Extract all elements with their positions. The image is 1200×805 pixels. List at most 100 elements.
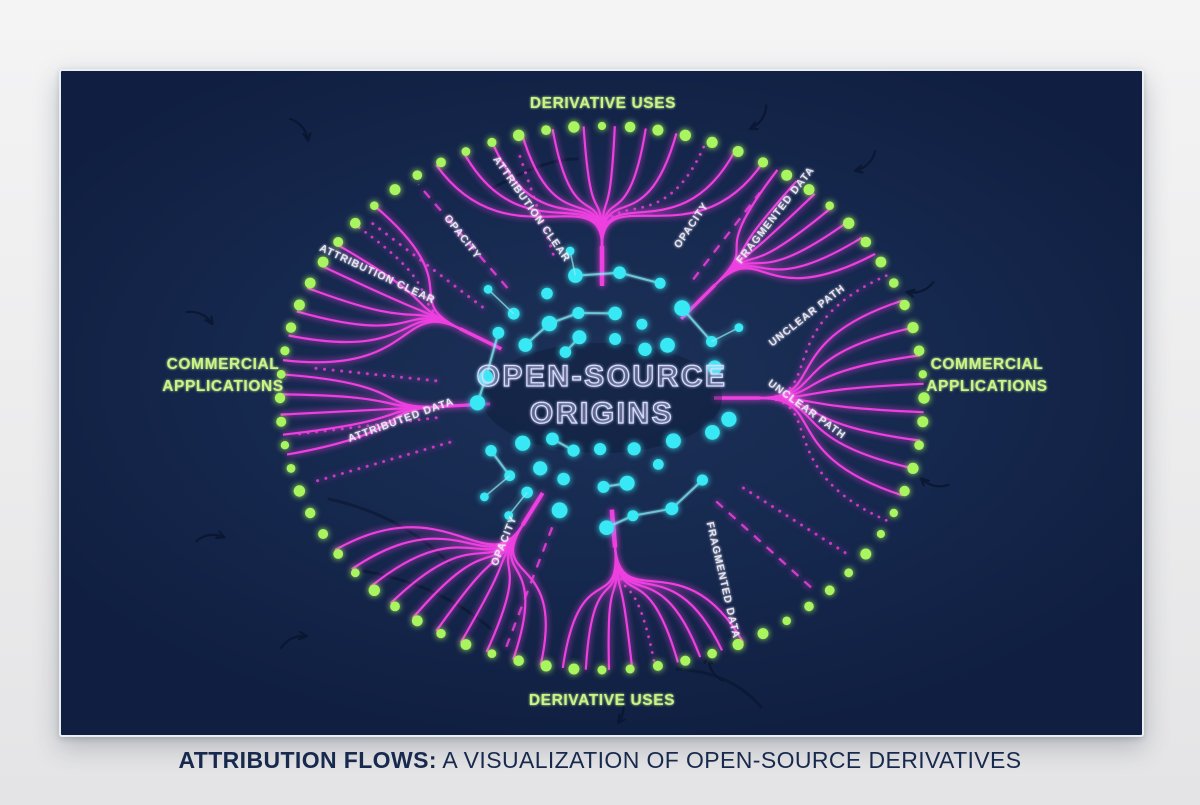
ring-dot — [280, 346, 290, 356]
cluster-dot — [599, 520, 614, 535]
cluster-dot — [518, 338, 533, 352]
ring-dot — [350, 568, 360, 578]
ring-dot — [679, 129, 691, 141]
cluster-dot — [597, 480, 610, 493]
sketch-scribble — [361, 569, 493, 631]
dashed-flow-line — [417, 183, 509, 289]
ring-dot — [540, 660, 552, 672]
cluster-link — [632, 507, 672, 517]
ring-dot — [680, 655, 691, 666]
dashed-flow-line — [692, 191, 761, 281]
ring-dot — [412, 170, 423, 180]
ring-dot — [568, 663, 580, 675]
sketch-arrow-icon — [185, 310, 214, 326]
flow-curve — [282, 320, 461, 364]
sketch-scribble — [489, 157, 579, 191]
flow-curve — [614, 547, 634, 669]
cluster-dot — [705, 425, 720, 440]
sketch-arrow-icon — [905, 281, 935, 298]
flow-curve — [281, 373, 441, 408]
ring-dot — [461, 147, 471, 156]
ring-dot — [844, 568, 854, 578]
flow-curve — [584, 547, 617, 670]
ring-dot — [732, 146, 744, 157]
flow-curve — [296, 310, 461, 330]
cluster-link — [484, 332, 500, 378]
ring-dot — [436, 628, 446, 639]
ring-dot — [333, 237, 344, 247]
ring-dot — [907, 462, 919, 474]
cluster-dot — [515, 435, 531, 451]
caption: ATTRIBUTION FLOWS: A VISUALIZATION OF OP… — [0, 747, 1200, 774]
center-title-line1: OPEN-SOURCE — [477, 360, 728, 393]
ring-dot — [907, 322, 919, 334]
dashed-flow-line — [715, 500, 816, 592]
ring-dot — [624, 121, 636, 133]
caption-subtitle: A VISUALIZATION OF OPEN-SOURCE DERIVATIV… — [436, 747, 1022, 773]
ring-dot — [706, 136, 718, 148]
ring-dot — [274, 392, 286, 404]
cluster-dot — [638, 342, 652, 356]
flow-curve — [600, 128, 647, 247]
sketch-arrow-icon — [288, 117, 312, 142]
ring-dot — [782, 616, 791, 626]
ring-dot — [293, 485, 306, 497]
dotted-flow-line — [370, 221, 484, 309]
ring-dot — [368, 584, 380, 596]
ring-dot — [390, 601, 400, 612]
dotted-flow-line — [741, 486, 851, 557]
sketch-arrow-icon — [748, 104, 768, 131]
flow-curve — [334, 524, 524, 552]
cluster-dot — [654, 277, 666, 289]
cluster-dot — [696, 474, 709, 486]
cluster-dot — [492, 326, 505, 339]
sketch-arrow-icon — [854, 149, 877, 174]
ring-dot — [333, 549, 344, 559]
flow-label: UNCLEAR PATH — [766, 377, 849, 442]
dotted-flow-line — [516, 148, 555, 256]
cluster-dot — [551, 502, 568, 519]
ring-dot — [781, 169, 793, 181]
ring-dot — [350, 217, 361, 229]
ring-dot — [843, 217, 855, 229]
flow-curve — [759, 396, 903, 497]
sketch-arrow-icon — [616, 693, 626, 725]
cluster-dot — [469, 395, 486, 411]
ring-dot — [487, 649, 497, 658]
flow-curve — [600, 161, 764, 247]
ring-dot — [825, 201, 834, 210]
cluster-dot — [572, 330, 587, 345]
sketch-arrow-icon — [279, 631, 308, 650]
ring-dot — [804, 601, 814, 612]
cluster-dot — [665, 502, 679, 516]
dotted-flow-line — [311, 440, 452, 484]
flow-lines — [279, 126, 924, 670]
inner-cluster-dots — [469, 246, 744, 535]
cluster-dot — [608, 306, 622, 321]
ring-dot — [305, 507, 316, 519]
ring-dot — [875, 256, 887, 268]
flow-curve — [600, 133, 678, 247]
cluster-dot — [559, 346, 572, 358]
ring-dot — [757, 157, 769, 168]
flow-curve — [758, 273, 891, 400]
cluster-satellite-link — [487, 288, 515, 315]
cluster-link — [619, 271, 661, 285]
flow-curve — [613, 546, 657, 668]
cluster-dot — [541, 287, 553, 300]
cluster-dot — [567, 444, 580, 457]
cluster-dot — [627, 442, 641, 456]
cluster-dot — [660, 337, 675, 353]
ring-dot — [860, 548, 872, 560]
cluster-satellite-dot — [480, 492, 489, 502]
ring-dot — [487, 137, 497, 147]
ring-dot — [317, 256, 329, 268]
ring-dot — [304, 277, 316, 289]
ring-dot — [285, 322, 297, 333]
bundle-root — [520, 491, 545, 527]
ring-dot — [652, 124, 664, 136]
